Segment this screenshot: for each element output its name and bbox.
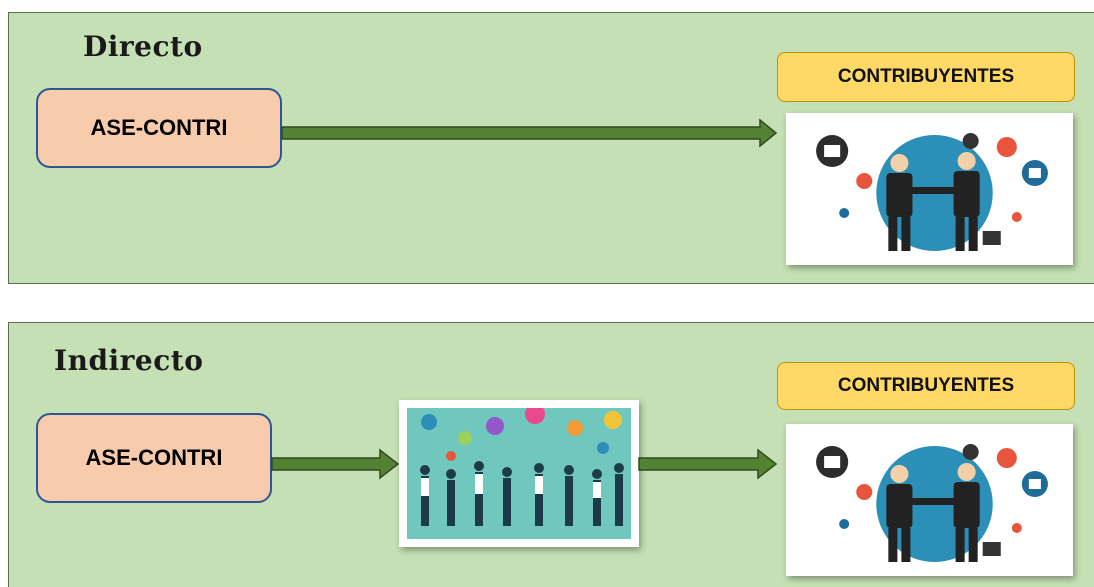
indirect-target-label: CONTRIBUYENTES [777,362,1075,410]
direct-target-image [786,113,1073,265]
indirect-arrow-2 [638,448,778,480]
business-handshake-illustration [794,432,1065,568]
indirect-source-node: ASE-CONTRI [36,413,272,503]
direct-source-node: ASE-CONTRI [36,88,282,168]
intermediary-image [399,400,639,547]
indirect-arrow-1 [271,448,400,480]
indirect-title: Indirecto [54,344,204,377]
direct-title: Directo [83,30,203,63]
business-handshake-illustration [794,121,1065,257]
social-network-people-illustration [407,408,631,539]
direct-target-label: CONTRIBUYENTES [777,52,1075,102]
indirect-target-image [786,424,1073,576]
direct-arrow [281,118,778,148]
